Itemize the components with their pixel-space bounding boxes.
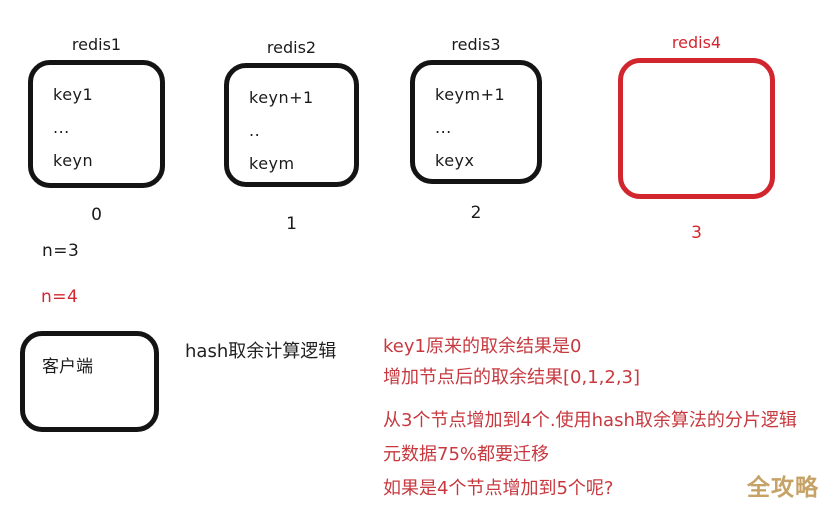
client-box: 客户端 — [20, 331, 159, 432]
annotation-question: 如果是4个节点增加到5个呢? — [383, 478, 614, 499]
redis1-shard-index: 0 — [91, 205, 102, 225]
redis3-box: keym+1 ... keyx — [410, 60, 542, 184]
annotation-shard-logic: 从3个节点增加到4个.使用hash取余算法的分片逻辑 — [383, 410, 797, 431]
annotation-new-result: 增加节点后的取余结果[0,1,2,3] — [383, 367, 641, 388]
redis3-shard-index: 2 — [470, 203, 482, 223]
redis2-key-ellipsis: .. — [249, 121, 261, 140]
redis2-box: keyn+1 .. keym — [224, 63, 359, 187]
redis1-node: redis1 key1 ... keyn 0 — [28, 33, 165, 225]
redis2-shard-index: 1 — [286, 214, 297, 234]
redis2-node: redis2 keyn+1 .. keym 1 — [224, 36, 359, 234]
client-label: 客户端 — [42, 357, 93, 377]
redis3-key-ellipsis: ... — [435, 118, 452, 137]
redis1-label: redis1 — [71, 35, 122, 54]
redis1-key-last: keyn — [53, 151, 94, 170]
redis3-key-first: keym+1 — [435, 85, 506, 104]
redis1-key-ellipsis: ... — [53, 118, 70, 137]
redis2-key-last: keym — [249, 154, 295, 173]
hash-logic-caption: hash取余计算逻辑 — [185, 341, 337, 362]
annotation-migration: 元数据75%都要迁移 — [383, 444, 550, 465]
redis4-box — [618, 58, 775, 199]
redis3-key-last: keyx — [435, 151, 475, 170]
redis4-node: redis4 3 — [618, 31, 775, 243]
watermark-text: 全攻略 — [747, 475, 819, 501]
node-count-new: n=4 — [41, 287, 79, 307]
redis3-node: redis3 keym+1 ... keyx 2 — [410, 33, 542, 223]
redis2-key-first: keyn+1 — [249, 88, 314, 107]
annotation-original-result: key1原来的取余结果是0 — [383, 336, 582, 357]
redis3-label: redis3 — [451, 35, 501, 54]
redis4-label: redis4 — [671, 33, 722, 52]
node-count-old: n=3 — [42, 241, 80, 261]
redis1-key-first: key1 — [53, 85, 94, 104]
redis1-box: key1 ... keyn — [28, 60, 165, 188]
redis4-shard-index: 3 — [691, 223, 702, 243]
redis2-label: redis2 — [266, 38, 317, 57]
